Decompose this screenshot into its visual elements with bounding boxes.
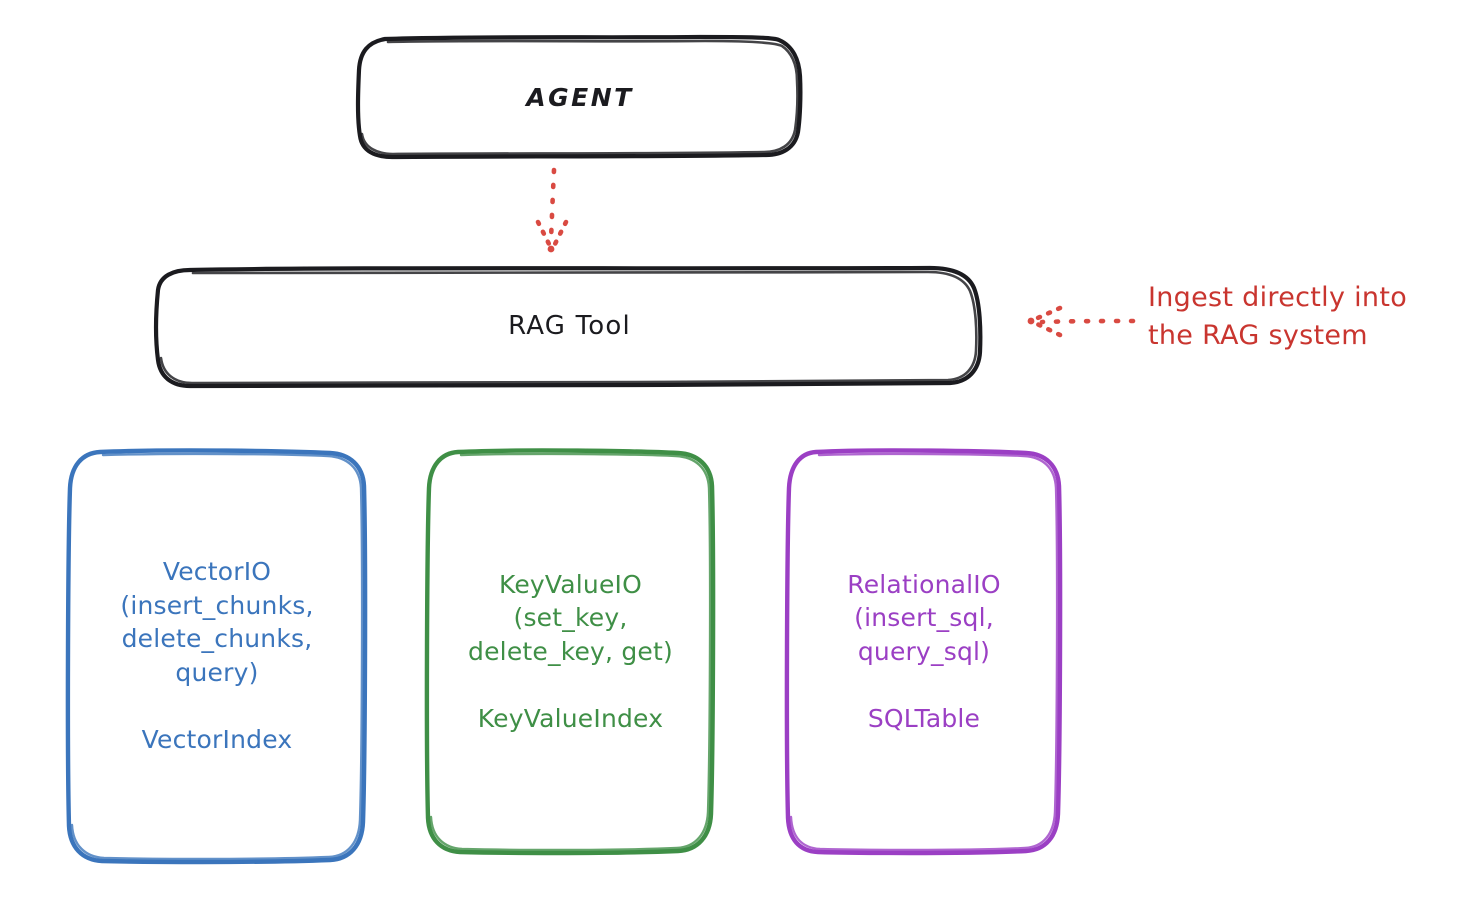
- ingest-annotation: Ingest directly into the RAG system: [1148, 279, 1478, 356]
- relational-io-index-label: SQLTable: [867, 704, 981, 733]
- agent-to-rag-connector: [535, 167, 569, 253]
- agent-node[interactable]: AGENT: [358, 38, 802, 157]
- key-value-io-card[interactable]: KeyValueIO (set_key, delete_key, get) Ke…: [428, 450, 713, 853]
- relational-io-card[interactable]: RelationalIO (insert_sql, query_sql) SQL…: [788, 450, 1060, 853]
- agent-node-label: AGENT: [526, 83, 634, 112]
- key-value-io-index-label: KeyValueIndex: [477, 704, 664, 733]
- key-value-io-api-label: KeyValueIO (set_key, delete_key, get): [468, 569, 673, 666]
- relational-io-api-label: RelationalIO (insert_sql, query_sql): [847, 569, 1001, 666]
- ingest-to-rag-connector: [1027, 305, 1136, 338]
- vector-io-card[interactable]: VectorIO (insert_chunks, delete_chunks, …: [68, 450, 366, 862]
- rag-tool-node-label: RAG Tool: [508, 311, 631, 342]
- vector-io-index-label: VectorIndex: [141, 725, 293, 755]
- vector-io-api-label: VectorIO (insert_chunks, delete_chunks, …: [120, 557, 314, 687]
- rag-tool-node[interactable]: RAG Tool: [157, 268, 982, 385]
- ingest-annotation-text: Ingest directly into the RAG system: [1148, 282, 1408, 352]
